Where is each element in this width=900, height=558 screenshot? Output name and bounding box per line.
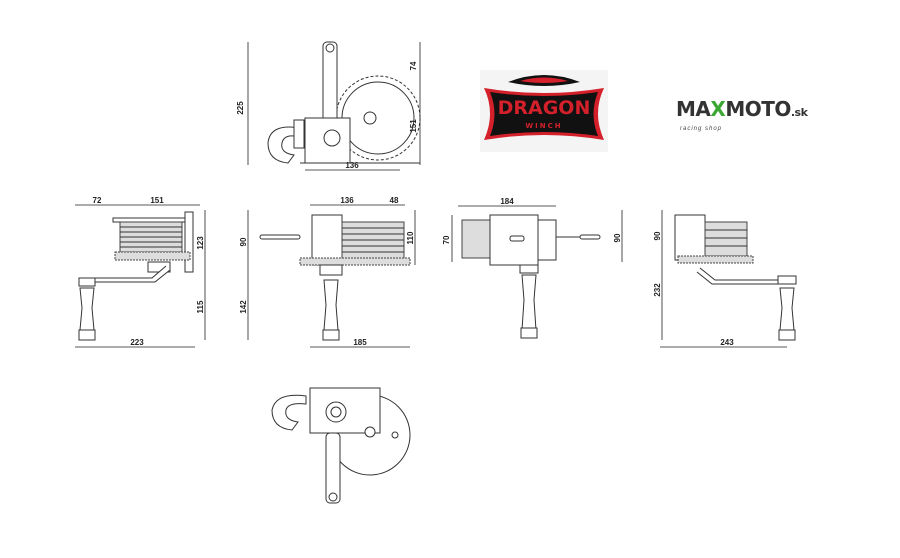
- front-view-dims: 72 151 123 115 223: [75, 196, 206, 348]
- gear-band: [299, 257, 411, 266]
- winch-text: WINCH: [525, 122, 562, 130]
- side-view: [267, 41, 421, 164]
- rear-view: [259, 214, 411, 341]
- gear-wheel: [341, 81, 415, 155]
- dragon-winch-logo: DRAGON WINCH: [480, 70, 608, 152]
- top-view-dims: 184 70 90: [442, 197, 623, 262]
- dim-136: 136: [345, 161, 359, 170]
- dim-184: 184: [500, 197, 514, 206]
- cable-spool: [704, 221, 748, 257]
- crank-arm: [696, 267, 791, 285]
- front-view: [78, 211, 194, 341]
- dim-70: 70: [442, 235, 451, 244]
- dim-185: 185: [353, 338, 367, 347]
- crank-grip: [779, 287, 795, 331]
- gear-band: [677, 255, 754, 264]
- dim-110: 110: [406, 231, 415, 244]
- crank-handle: [325, 432, 341, 504]
- dim-151: 151: [150, 196, 164, 205]
- back-view: [674, 214, 797, 341]
- dim-72: 72: [93, 196, 102, 205]
- dim-223: 223: [130, 338, 144, 347]
- crank-grip: [521, 274, 537, 331]
- dim-136: 136: [340, 196, 354, 205]
- dim-123: 123: [196, 236, 205, 250]
- hook: [267, 126, 301, 164]
- dim-142: 142: [239, 300, 248, 314]
- dim-48: 48: [390, 196, 399, 205]
- dim-243: 243: [720, 338, 734, 347]
- dim-90: 90: [239, 237, 248, 246]
- dim-90: 90: [653, 231, 662, 240]
- opposite-side-view: [271, 387, 411, 504]
- dragon-text: DRAGON: [498, 97, 591, 119]
- gear-band: [114, 251, 191, 261]
- dim-151: 151: [409, 119, 418, 133]
- crank-grip: [79, 287, 95, 331]
- dim-74: 74: [409, 61, 418, 70]
- dim-225: 225: [236, 101, 245, 115]
- rear-view-dims: 136 48 90 142 110 185: [239, 196, 416, 348]
- crank-grip: [323, 279, 339, 331]
- cable-spool: [461, 219, 491, 259]
- top-view: [461, 214, 601, 339]
- dim-115: 115: [196, 300, 205, 313]
- hook: [271, 394, 307, 431]
- dim-90: 90: [613, 233, 622, 242]
- side-view-dims: 225 74 151 136: [236, 42, 421, 171]
- dim-232: 232: [653, 283, 662, 297]
- maxmoto-logo: MAXMOTO.sk racing shop: [676, 98, 841, 132]
- maxmoto-tagline: racing shop: [680, 126, 723, 132]
- back-view-dims: 90 232 243: [653, 210, 787, 348]
- gear-hub: [363, 111, 377, 125]
